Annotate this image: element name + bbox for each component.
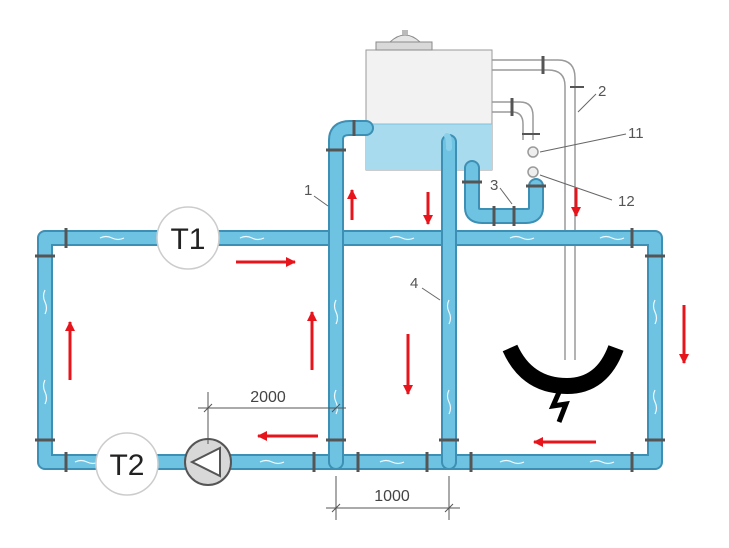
callout-leaders [313, 93, 627, 301]
sensor-t1-label: T1 [170, 223, 205, 256]
flow-arrows [65, 188, 689, 447]
sensor-t1: T1 [156, 206, 220, 270]
dimension-1000 [326, 476, 460, 520]
callout-3: 3 [490, 177, 498, 194]
sensor-t2-label: T2 [109, 449, 144, 482]
pipe-network [37, 120, 663, 470]
vent-pipe [492, 56, 584, 360]
boiler-heater-icon [502, 344, 624, 423]
sensor-t2: T2 [95, 432, 159, 496]
pipe-joints [35, 120, 665, 472]
dimension-1000-label: 1000 [374, 488, 410, 505]
callout-4: 4 [410, 275, 418, 292]
callout-1: 1 [304, 182, 312, 199]
dimension-2000 [198, 392, 346, 444]
expansion-tank [365, 30, 493, 171]
callout-2: 2 [598, 83, 606, 100]
dimension-2000-label: 2000 [250, 389, 286, 406]
callout-12: 12 [618, 193, 635, 210]
callout-11: 11 [628, 125, 644, 142]
pump-icon [184, 438, 232, 486]
